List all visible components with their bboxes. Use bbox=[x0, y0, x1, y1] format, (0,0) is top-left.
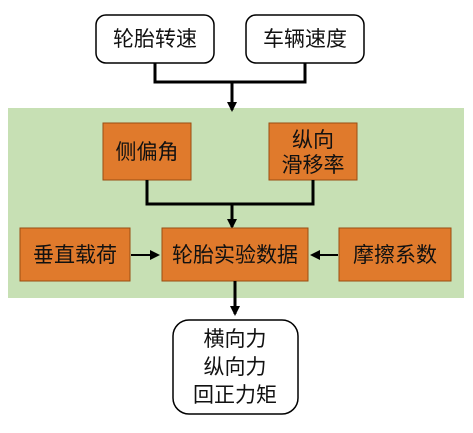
longitudinal-slip-box bbox=[268, 122, 358, 181]
vertical-load-label: 垂直载荷 bbox=[33, 243, 117, 267]
output-longitudinal-force: 纵向力 bbox=[204, 355, 267, 379]
tire-test-data-label: 轮胎实验数据 bbox=[172, 243, 298, 267]
slip-angle-label: 侧偏角 bbox=[116, 140, 179, 164]
friction-coefficient-label: 摩擦系数 bbox=[353, 243, 437, 267]
slip-angle-box bbox=[102, 122, 192, 181]
vertical-load-box bbox=[19, 227, 131, 282]
output-lateral-force: 横向力 bbox=[204, 327, 267, 351]
connector-top bbox=[153, 63, 307, 104]
longitudinal-slip-label-2: 滑移率 bbox=[282, 153, 345, 177]
output-aligning-moment: 回正力矩 bbox=[193, 383, 277, 407]
longitudinal-slip-label-1: 纵向 bbox=[292, 128, 334, 152]
tire-speed-label: 轮胎转速 bbox=[113, 27, 197, 51]
vehicle-speed-label: 车辆速度 bbox=[263, 27, 347, 51]
output-box bbox=[172, 319, 299, 415]
friction-coefficient-box bbox=[338, 227, 452, 282]
